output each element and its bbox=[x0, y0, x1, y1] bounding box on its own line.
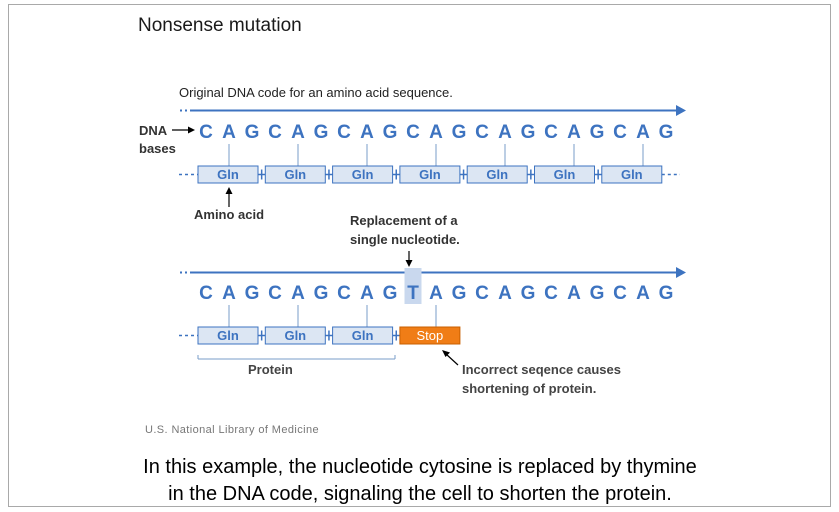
mutated-base-7: C bbox=[337, 283, 351, 304]
original-base-11: A bbox=[429, 122, 443, 143]
original-base-6: G bbox=[314, 122, 329, 143]
original-amino-acid-label-7: Gln bbox=[621, 167, 643, 182]
mutated-base-5: A bbox=[291, 283, 305, 304]
incorrect-sequence-label-line2: shortening of protein. bbox=[462, 381, 596, 396]
mutated-base-16: C bbox=[544, 283, 558, 304]
protein-label: Protein bbox=[248, 362, 293, 377]
source-credit: U.S. National Library of Medicine bbox=[145, 424, 319, 436]
original-base-20: A bbox=[636, 122, 650, 143]
original-base-21: G bbox=[659, 122, 674, 143]
original-amino-acid-chain: Gln Gln Gln Gln Gln Gln Gln bbox=[179, 165, 680, 184]
protein-bracket bbox=[197, 355, 396, 360]
original-base-9: G bbox=[383, 122, 398, 143]
original-base-5: A bbox=[291, 122, 305, 143]
original-base-4: C bbox=[268, 122, 282, 143]
mutated-amino-acid-label-1: Gln bbox=[217, 328, 239, 343]
mutated-base-8: A bbox=[360, 283, 374, 304]
incorrect-sequence-arrow bbox=[442, 350, 459, 366]
mutated-base-20: A bbox=[636, 283, 650, 304]
replacement-label-line1: Replacement of a bbox=[350, 213, 458, 228]
caption-line-2: in the DNA code, signaling the cell to s… bbox=[168, 483, 672, 505]
replacement-arrow bbox=[405, 251, 413, 267]
original-base-19: C bbox=[613, 122, 627, 143]
mutated-stop-codon-box bbox=[399, 326, 461, 345]
original-amino-acid-label-6: Gln bbox=[554, 167, 576, 182]
original-base-12: G bbox=[452, 122, 467, 143]
original-amino-acid-label-2: Gln bbox=[284, 167, 306, 182]
mutated-codon-connectors bbox=[228, 305, 437, 327]
caption-line-1: In this example, the nucleotide cytosine… bbox=[143, 456, 697, 478]
original-base-13: C bbox=[475, 122, 489, 143]
mutated-base-3: G bbox=[245, 283, 260, 304]
mutated-base-15: G bbox=[521, 283, 536, 304]
caption: In this example, the nucleotide cytosine… bbox=[60, 454, 780, 508]
mutated-amino-acid-chain: Gln Gln Gln Stop bbox=[179, 326, 461, 345]
mutated-base-19: C bbox=[613, 283, 627, 304]
mutated-base-6: G bbox=[314, 283, 329, 304]
amino-acid-arrow bbox=[225, 187, 233, 207]
mutated-base-13: C bbox=[475, 283, 489, 304]
slide-border bbox=[8, 4, 831, 507]
mutated-amino-acid-label-3: Gln bbox=[352, 328, 374, 343]
replacement-label-line2: single nucleotide. bbox=[350, 232, 460, 247]
original-base-1: C bbox=[199, 122, 213, 143]
original-amino-acid-label-1: Gln bbox=[217, 167, 239, 182]
mutated-base-21: G bbox=[659, 283, 674, 304]
original-base-8: A bbox=[360, 122, 374, 143]
original-dna-strand-line bbox=[180, 105, 686, 116]
nonsense-mutation-diagram: Original DNA code for an amino acid sequ… bbox=[139, 85, 686, 396]
original-amino-acid-label-4: Gln bbox=[419, 167, 441, 182]
original-dna-subtitle: Original DNA code for an amino acid sequ… bbox=[179, 85, 453, 100]
incorrect-sequence-label-line1: Incorrect seqence causes bbox=[462, 362, 621, 377]
mutated-base-10: T bbox=[407, 283, 419, 304]
original-base-17: A bbox=[567, 122, 581, 143]
mutated-base-highlight bbox=[404, 268, 422, 304]
bases-label: bases bbox=[139, 141, 176, 156]
original-base-18: G bbox=[590, 122, 605, 143]
mutated-dna-strand-line bbox=[180, 267, 686, 278]
mutated-base-14: A bbox=[498, 283, 512, 304]
mutated-base-12: G bbox=[452, 283, 467, 304]
slide-title: Nonsense mutation bbox=[138, 15, 302, 36]
dna-label-arrow bbox=[172, 126, 195, 134]
original-amino-acid-label-5: Gln bbox=[486, 167, 508, 182]
mutated-base-11: A bbox=[429, 283, 443, 304]
original-base-3: G bbox=[245, 122, 260, 143]
original-base-2: A bbox=[222, 122, 236, 143]
original-base-7: C bbox=[337, 122, 351, 143]
original-amino-acid-label-3: Gln bbox=[352, 167, 374, 182]
original-base-14: A bbox=[498, 122, 512, 143]
original-codon-connectors bbox=[228, 144, 644, 166]
mutated-base-2: A bbox=[222, 283, 236, 304]
mutated-amino-acid-label-2: Gln bbox=[284, 328, 306, 343]
mutated-stop-label: Stop bbox=[417, 328, 444, 343]
original-base-16: C bbox=[544, 122, 558, 143]
original-base-10: C bbox=[406, 122, 420, 143]
amino-acid-label: Amino acid bbox=[194, 207, 264, 222]
dna-label: DNA bbox=[139, 123, 168, 138]
mutated-base-4: C bbox=[268, 283, 282, 304]
mutated-base-18: G bbox=[590, 283, 605, 304]
original-base-15: G bbox=[521, 122, 536, 143]
mutated-base-9: G bbox=[383, 283, 398, 304]
mutated-base-1: C bbox=[199, 283, 213, 304]
mutated-base-17: A bbox=[567, 283, 581, 304]
